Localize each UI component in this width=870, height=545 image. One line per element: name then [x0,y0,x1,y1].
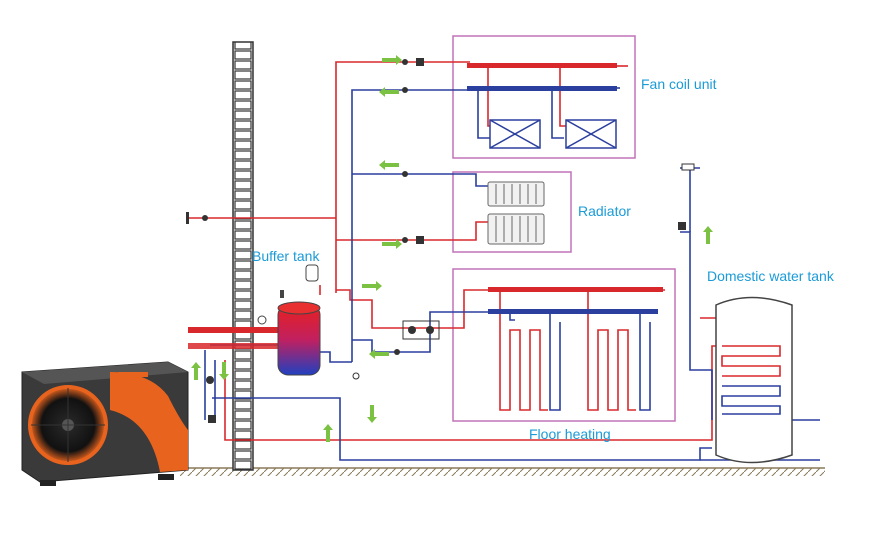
radiator-icon [487,181,545,245]
ground [180,467,825,476]
buffer-tank-icon [257,264,321,376]
flow-arrows [191,55,713,442]
fan-coil-icon [489,119,617,149]
radiator-label: Radiator [578,203,631,219]
pipe-headers [188,63,663,349]
domestic-water-tank-label: Domestic water tank [707,268,834,284]
heat-pump-icon [21,361,189,486]
floor-heating-label: Floor heating [529,426,611,442]
brick-wall [232,41,254,471]
fan-coil-unit-label: Fan coil unit [641,76,717,92]
domestic-water-tank-icon [715,296,793,464]
valves [186,58,695,423]
zone-borders [452,35,676,422]
buffer-tank-label: Buffer tank [252,248,320,264]
